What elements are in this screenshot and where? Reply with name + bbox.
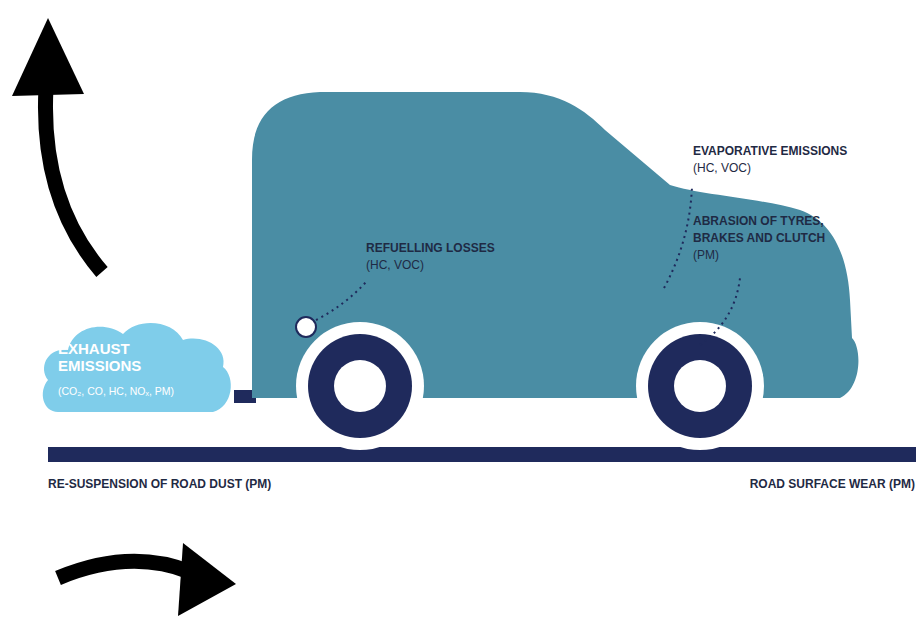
leader-line — [700, 278, 740, 345]
road-label: ROAD SURFACE WEAR (PM) — [750, 476, 915, 493]
leader-line — [664, 186, 692, 288]
exhaust-cloud: EXHAUST EMISSIONS (CO₂, CO, HC, NOₓ, PM) — [38, 312, 238, 422]
leader-line — [316, 282, 366, 320]
right-arrow-head — [178, 543, 236, 616]
callout-title: ABRASION OF TYRES, BRAKES AND CLUTCH — [693, 213, 853, 247]
road-label: RE-SUSPENSION OF ROAD DUST (PM) — [48, 476, 271, 493]
node-subtitle: (CO₂, CO, HC, NOₓ, PM) — [58, 385, 233, 398]
callout-detail: (HC, VOC) — [366, 257, 424, 274]
callout-detail: (HC, VOC) — [693, 160, 751, 177]
callout-title: EVAPORATIVE EMISSIONS — [693, 143, 847, 160]
road-bar — [48, 447, 916, 462]
fuel-cap — [296, 317, 316, 337]
up-arrow-head — [12, 18, 84, 96]
hub — [334, 360, 386, 412]
node-title: EXHAUST EMISSIONS — [58, 340, 178, 374]
up-arrow-shaft — [45, 88, 102, 272]
wheel — [308, 334, 412, 438]
wheel-arch — [296, 322, 424, 450]
wheel — [648, 334, 752, 438]
wheel-arch — [636, 322, 764, 450]
callout-title: REFUELLING LOSSES — [366, 240, 495, 257]
hub — [674, 360, 726, 412]
right-arrow-shaft — [58, 561, 190, 578]
callout-detail: (PM) — [693, 247, 719, 264]
